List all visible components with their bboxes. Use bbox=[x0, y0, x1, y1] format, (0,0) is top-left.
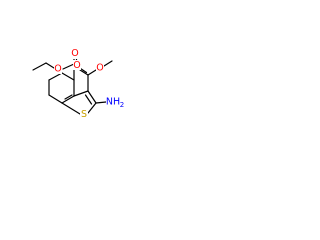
bond-o-ethyl-ch2 bbox=[45, 62, 55, 69]
oxygen-label-methyl-ester: O bbox=[96, 63, 103, 74]
bond-c3a-c3 bbox=[73, 90, 89, 97]
amine-label: NH bbox=[106, 97, 120, 108]
oxygen-label-ethyl-carbonyl: O bbox=[71, 48, 78, 59]
atom-labels: O O O O S NH 2 bbox=[54, 48, 125, 120]
bond-carbonyl-double-1 bbox=[79, 69, 89, 76]
amine-subscript-label: 2 bbox=[120, 101, 124, 109]
bond-s-c7a bbox=[61, 102, 81, 115]
bond-ethyl-ch2-ch3 bbox=[32, 62, 47, 71]
bond-c5-c6 bbox=[48, 72, 63, 81]
bond-carbonyl2-o-ester bbox=[62, 63, 75, 70]
bond-c7a-c3a-inner bbox=[64, 94, 73, 100]
bond-carbonyl-c-o-ester bbox=[87, 69, 97, 76]
sulfur-label: S bbox=[81, 109, 87, 120]
chemical-structure-diagram: O O O O S NH 2 bbox=[32, 48, 125, 120]
bond-c2-n bbox=[95, 101, 107, 104]
bond-c4-c5 bbox=[61, 72, 75, 81]
bond-c2-s bbox=[87, 102, 97, 114]
bond-lines bbox=[32, 56, 113, 115]
bond-c3-c2-inner bbox=[84, 94, 93, 105]
bond-c7-c7a bbox=[48, 94, 63, 104]
bond-o-methyl bbox=[103, 60, 113, 67]
bond-c3-c2-outer bbox=[87, 90, 97, 104]
oxygen-label-ethyl-ester: O bbox=[54, 64, 61, 75]
bond-c7a-c3a bbox=[61, 95, 75, 104]
oxygen-label-methyl-carbonyl: O bbox=[73, 60, 80, 71]
